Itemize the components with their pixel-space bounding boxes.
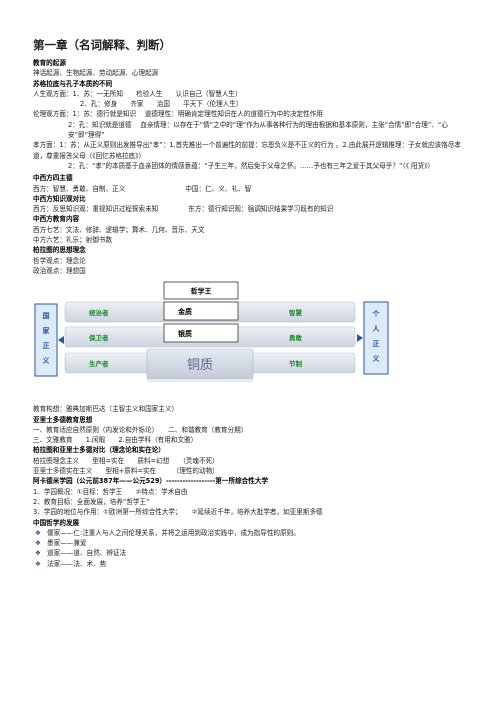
aristotle-l2: 三、文雅教育 1.闲暇 2.自由学科（有用和文雅）: [33, 436, 198, 445]
aristotle-l1: 一、教育适应自然原则（内发论和外铄论） 二、和谐教育（教育分期）: [33, 425, 248, 434]
academy-l3: 3、学园的地位与作用：①欧洲第一所综合性大学； ②延续近千年，培养大批学者，如亚…: [33, 508, 323, 517]
socrates-l6: 2：孔：“孝”的本质基于血亲团体的情感意蕴：“子生三年，然后免于父母之怀。……予…: [68, 161, 435, 170]
list-item: 墨家——兼爱: [33, 538, 473, 549]
right-justice-char-1: 个: [372, 309, 381, 318]
left-justice-box: [34, 303, 58, 377]
right-justice-box: [363, 301, 389, 375]
content-west: 西方七艺：文法、修辞、逻辑学；算术、几何、音乐、天文: [33, 225, 205, 234]
heading-knowledge: 中西方知识观对比: [33, 194, 86, 203]
knowledge-west: 西方：反思知识观：重视知识过程探索未知: [33, 205, 159, 214]
row-left-label: 生产者: [89, 359, 109, 368]
heading-virtues: 中西方四主德: [33, 174, 73, 183]
compare-aris: 亚里士多德实在主义 型相+质料=实在 （理性的动物）: [33, 467, 219, 476]
row-left-label: 统治者: [89, 308, 109, 317]
list-item: 儒家——仁:注重人与人之间伦理关系，并将之运用到政治实践中，成为指导性的原则。: [33, 528, 473, 539]
tier-gold: [163, 301, 239, 321]
right-justice-char-3: 正: [373, 340, 380, 348]
socrates-l3: 伦理观方面：1：苏：德行就是知识 道德理性：明确肯定理性知识在人的道德行为中的决…: [33, 110, 323, 119]
row-right-label: 智慧: [289, 308, 303, 317]
tier-label: 金质: [177, 307, 192, 316]
academy-l2: 2、教育目标：全面发展，培养“哲学王”: [33, 497, 150, 506]
heading-aristotle: 亚里士多德教育思想: [33, 415, 93, 424]
socrates-l2: 2、孔：修身 齐家 治国 平天下（伦理人生）: [80, 100, 243, 109]
right-justice-char-4: 义: [372, 354, 381, 363]
heading-content: 中西方教育内容: [33, 215, 80, 224]
virtues-east: 中国：仁、义、礼、智: [185, 184, 252, 193]
heading-plato: 柏拉图的思想理念: [33, 246, 86, 255]
republic-diagram: 国 家 正 义 个 人 正 义 统治者 保卫者 生产: [33, 278, 473, 400]
plato-concept: 教育构想：雅典加斯巴达（主智主义和国家主义）: [33, 405, 179, 414]
left-justice-char-2: 家: [43, 326, 51, 335]
left-justice-char-1: 国: [43, 311, 50, 320]
socrates-l1: 人生观方面：1、苏：一无所知 检验人生 认识自己（智慧人生）: [33, 89, 242, 98]
socrates-l5: 孝方面：1：苏：从正义原则出发推导出“孝”：1.首先推出一个普遍性的前提：忘恩负…: [33, 141, 461, 160]
knowledge-east: 东方：德行知识观：强调知识结果学习既有的知识: [188, 205, 334, 214]
republic-diagram-svg: 国 家 正 义 个 人 正 义 统治者 保卫者 生产: [34, 281, 389, 383]
origin-line: 神话起源、生物起源、劳动起源、心理起源: [33, 69, 159, 78]
right-arrow-icon: [357, 334, 363, 343]
row-right-label: 节制: [289, 359, 303, 368]
chapter-title: 第一章（名词解释、判断）: [33, 38, 171, 52]
heading-china: 中国哲学的发展: [33, 518, 80, 527]
row-left-label: 保卫者: [88, 333, 109, 342]
heading-compare: 柏拉图和亚里士多德对比（理念论和实在论）: [33, 446, 165, 455]
tier-silver: [163, 323, 239, 343]
tier-philosopher-king: [163, 281, 239, 300]
content: 第一章（名词解释、判断） 教育的起源 神话起源、生物起源、劳动起源、心理起源 苏…: [33, 38, 473, 569]
tier-label: 铜质: [187, 358, 213, 373]
left-arrow-icon: [58, 336, 64, 345]
virtues-west: 西方：智慧、勇敢、自制、正义: [33, 184, 126, 193]
list-item: 法家——法、术、势: [33, 559, 473, 570]
academy-l1: 1、学园概况：①目标：哲学王 ②特点：学术自由: [33, 487, 188, 496]
plato-pol: 政治观点：理想国: [33, 266, 86, 275]
right-justice-char-2: 人: [373, 324, 381, 333]
tier-label: 哲学王: [191, 287, 212, 296]
tier-base-shadow: [147, 379, 253, 383]
heading-origin: 教育的起源: [33, 59, 66, 67]
knowledge-line: 西方：反思知识观：重视知识过程探索未知 东方：德行知识观：强调知识结果学习既有的知…: [33, 204, 473, 214]
left-justice-char-4: 义: [42, 356, 51, 365]
content-east: 中方六艺：礼乐；射御书数: [33, 236, 113, 245]
list-item: 道家——道、自然、辨证法: [33, 548, 473, 559]
heading-academy: 阿卡德米学园（公元前387年——公元529）------------------…: [33, 477, 269, 486]
plato-phil: 哲学观点：理念论: [33, 256, 86, 265]
socrates-l4: 2：孔：知识就是道德 血亲情理：以存在于“情”之中的“理”作为从事各种行为的理由…: [68, 120, 448, 140]
compare-plato: 柏拉图理念主义 型相=实在 质料=幻想 （灵魂不死）: [33, 456, 219, 465]
left-justice-char-3: 正: [43, 342, 50, 350]
tier-label: 银质: [178, 329, 192, 338]
virtues-line: 西方：智慧、勇敢、自制、正义 中国：仁、义、礼、智: [33, 184, 473, 194]
heading-socrates: 苏格拉底与孔子本质的不同: [33, 79, 113, 88]
row-right-label: 勇敢: [289, 333, 303, 342]
